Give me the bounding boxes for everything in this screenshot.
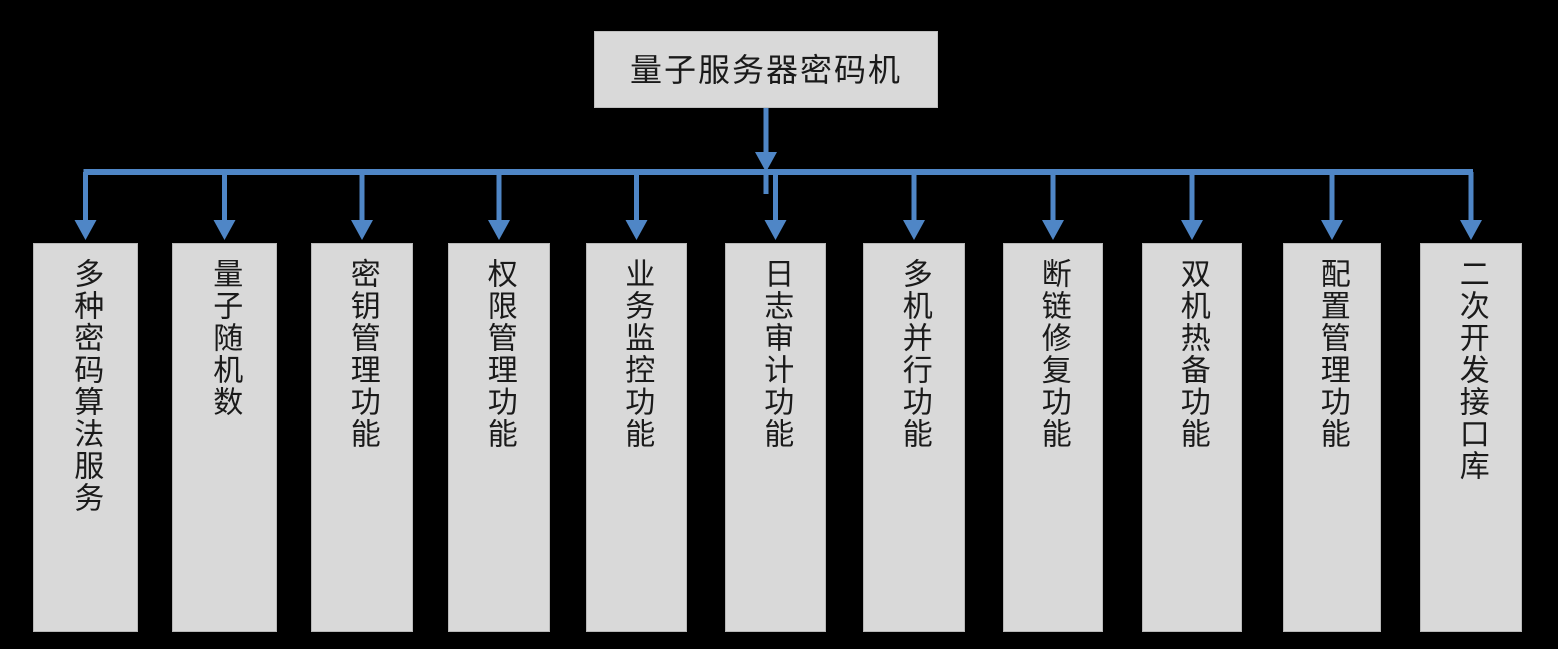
leaf-node-5[interactable]: 业务监控功能 [586,243,687,632]
leaf-node-label: 断链修复功能 [1036,258,1070,450]
child-connector-arrow-4-head [488,220,510,240]
child-connector-arrow-1-head [74,220,97,240]
child-connector-arrow-9 [1181,172,1203,240]
child-connector-arrow-9-stem [1189,172,1195,220]
child-connector-arrow-6 [764,172,787,240]
child-connector-arrow-3-head [351,220,373,240]
child-connector-arrow-8-stem [1050,172,1056,220]
root-connector-arrow-head [755,152,777,172]
leaf-node-2[interactable]: 量子随机数 [172,243,277,632]
leaf-node-9[interactable]: 双机热备功能 [1142,243,1242,632]
child-connector-arrow-7 [903,172,925,240]
child-connector-arrow-2-head [213,220,236,240]
child-connector-arrow-11-stem [1468,172,1474,220]
root-connector-arrow-stem [763,108,769,152]
child-connector-arrow-6-head [764,220,787,240]
child-connector-arrow-5-head [625,220,648,240]
leaf-node-1[interactable]: 多种密码算法服务 [33,243,138,632]
leaf-node-4[interactable]: 权限管理功能 [448,243,550,632]
leaf-node-8[interactable]: 断链修复功能 [1003,243,1103,632]
child-connector-arrow-7-stem [911,172,917,220]
child-connector-arrow-10 [1321,172,1343,240]
leaf-node-11[interactable]: 二次开发接口库 [1420,243,1522,632]
leaf-node-label: 业务监控功能 [620,258,654,450]
child-connector-arrow-4-stem [496,172,502,220]
child-connector-arrow-2 [213,172,236,240]
leaf-node-label: 二次开发接口库 [1454,258,1488,482]
root-connector-tail [763,172,769,194]
child-connector-arrow-9-head [1181,220,1203,240]
leaf-node-label: 日志审计功能 [759,258,793,450]
root-node-label: 量子服务器密码机 [629,51,902,88]
child-connector-arrow-3 [351,172,373,240]
child-connector-arrow-4 [488,172,510,240]
child-connector-arrow-11-head [1460,220,1482,240]
leaf-node-label: 双机热备功能 [1175,258,1209,450]
root-node[interactable]: 量子服务器密码机 [594,31,938,108]
child-connector-arrow-5 [625,172,648,240]
leaf-node-10[interactable]: 配置管理功能 [1283,243,1381,632]
child-connector-arrow-8-head [1042,220,1064,240]
leaf-node-label: 配置管理功能 [1315,258,1349,450]
child-connector-arrow-10-head [1321,220,1343,240]
root-connector-arrow [755,108,777,172]
child-connector-arrow-1 [74,172,97,240]
child-connector-arrow-5-stem [634,172,639,220]
child-connector-arrow-8 [1042,172,1064,240]
leaf-node-label: 权限管理功能 [482,258,516,450]
leaf-node-label: 密钥管理功能 [345,258,379,450]
child-connector-arrow-10-stem [1329,172,1335,220]
child-connector-arrow-1-stem [83,172,88,220]
child-connector-arrow-7-head [903,220,925,240]
leaf-node-3[interactable]: 密钥管理功能 [311,243,413,632]
child-connector-arrow-2-stem [222,172,227,220]
child-connector-arrow-6-stem [773,172,778,220]
child-connector-arrow-3-stem [359,172,365,220]
horizontal-bus-line [83,169,1473,175]
leaf-node-label: 量子随机数 [208,258,242,418]
leaf-node-label: 多种密码算法服务 [69,258,103,514]
leaf-node-6[interactable]: 日志审计功能 [725,243,826,632]
leaf-node-label: 多机并行功能 [897,258,931,450]
child-connector-arrow-11 [1460,172,1482,240]
leaf-node-7[interactable]: 多机并行功能 [863,243,965,632]
